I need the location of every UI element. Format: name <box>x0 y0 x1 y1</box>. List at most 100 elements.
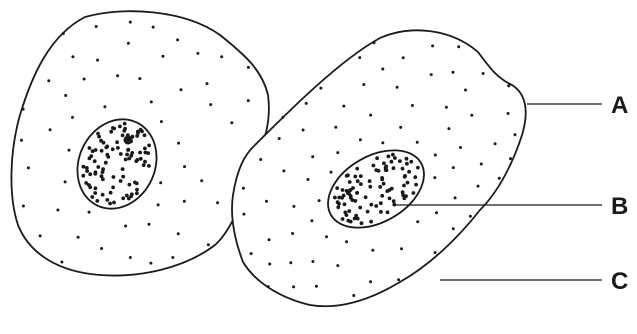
cytoplasm-dot <box>342 105 345 108</box>
nucleus-dot <box>88 185 92 189</box>
cytoplasm-dot <box>325 235 328 238</box>
nucleus-dot <box>108 202 112 206</box>
cytoplasm-dot <box>359 138 362 141</box>
nucleus-dot <box>142 163 146 167</box>
nucleus-dot <box>393 156 397 160</box>
nucleus-dot <box>351 198 355 202</box>
cytoplasm-dot <box>129 21 132 24</box>
cytoplasm-dot <box>49 128 52 131</box>
nucleus-dot <box>355 167 359 171</box>
nucleus-dot <box>105 198 109 202</box>
cytoplasm-dot <box>411 104 414 107</box>
cytoplasm-dot <box>268 238 271 241</box>
cytoplasm-dot <box>200 179 203 182</box>
cytoplasm-dot <box>402 56 405 59</box>
cytoplasm-dot <box>183 200 186 203</box>
nucleus-dot <box>139 128 143 132</box>
nucleus-dot <box>101 167 105 171</box>
cytoplasm-dot <box>452 166 455 169</box>
cytoplasm-dot <box>305 102 308 105</box>
cytoplasm-dot <box>498 177 501 180</box>
nucleus-dot <box>88 172 92 176</box>
cytoplasm-dot <box>494 142 497 145</box>
nucleus-dot <box>388 188 392 192</box>
cytoplasm-dot <box>480 163 483 166</box>
nucleus-dot <box>349 220 353 224</box>
nucleus-dot <box>356 217 360 221</box>
nucleus-dot <box>135 188 139 192</box>
cytoplasm-dot <box>177 232 180 235</box>
cytoplasm-dot <box>507 112 510 115</box>
nucleus-dot <box>359 174 363 178</box>
cytoplasm-dot <box>183 165 186 168</box>
cytoplasm-dot <box>330 171 333 174</box>
nucleus-dot <box>93 191 97 195</box>
label-a: A <box>611 92 628 119</box>
cytoplasm-dot <box>430 73 433 76</box>
nucleus-dot <box>366 210 370 214</box>
nucleus-dot <box>91 149 95 153</box>
cytoplasm-dot <box>336 151 339 154</box>
nucleus-dot <box>368 185 372 189</box>
nucleus-dot <box>374 168 378 172</box>
nucleus-dot <box>405 157 409 161</box>
nucleus-dot <box>105 145 109 149</box>
cytoplasm-dot <box>477 185 480 188</box>
nucleus-dot <box>353 175 357 179</box>
nucleus-dot <box>143 133 147 137</box>
cytoplasm-dot <box>216 201 219 204</box>
cytoplasm-dot <box>100 247 103 250</box>
cytoplasm-dot <box>207 243 210 246</box>
label-b: B <box>611 193 628 220</box>
cytoplasm-dot <box>247 66 250 69</box>
cytoplasm-dot <box>64 94 67 97</box>
cytoplasm-dot <box>433 176 436 179</box>
cytoplasm-dot <box>88 211 91 214</box>
cytoplasm-dot <box>83 78 86 81</box>
nucleus-dot <box>129 194 133 198</box>
nucleus-dot <box>119 152 123 156</box>
cytoplasm-dot <box>278 137 281 140</box>
nucleus-dot <box>115 140 119 144</box>
nucleus-dot <box>392 199 396 203</box>
cytoplasm-dot <box>369 114 372 117</box>
nucleus-dot <box>124 158 128 162</box>
nucleus-dot <box>335 186 339 190</box>
nucleus-dot <box>135 192 139 196</box>
cytoplasm-dot <box>281 116 284 119</box>
cytoplasm-dot <box>68 149 71 152</box>
nucleus-dot <box>343 202 347 206</box>
nucleus-dot <box>390 160 394 164</box>
nucleus-dot <box>402 184 406 188</box>
nucleus-dot <box>96 132 100 136</box>
cytoplasm-dot <box>250 252 253 255</box>
nucleus-dot <box>119 179 123 183</box>
nucleus-dot <box>112 201 116 205</box>
nucleus-dot <box>333 196 337 200</box>
cytoplasm-dot <box>242 213 245 216</box>
nucleus-dot <box>88 157 92 161</box>
cytoplasm-dot <box>358 56 361 59</box>
cytoplasm-dot <box>159 181 162 184</box>
nucleus-dot <box>398 159 402 163</box>
cytoplasm-dot <box>336 264 339 267</box>
cytoplasm-dot <box>352 294 355 297</box>
nucleus-dot <box>109 130 113 134</box>
cytoplasm-dot <box>416 141 419 144</box>
cytoplasm-dot <box>292 285 295 288</box>
cytoplasm-dot <box>452 71 455 74</box>
nucleus-dot <box>355 191 359 195</box>
nucleus-dot <box>133 181 137 185</box>
nucleus-dot <box>111 186 115 190</box>
cytoplasm-dot <box>310 219 313 222</box>
cytoplasm-dot <box>265 200 268 203</box>
cytoplasm-dot <box>64 180 67 183</box>
nucleus-dot <box>111 147 115 151</box>
cytoplasm-dot <box>381 68 384 71</box>
nucleus-dot <box>125 153 129 157</box>
cytoplasm-dot <box>318 199 321 202</box>
nucleus-dot <box>401 190 405 194</box>
cytoplasm-dot <box>176 38 179 41</box>
cytoplasm-dot <box>129 256 132 259</box>
nucleus-dot <box>374 204 378 208</box>
